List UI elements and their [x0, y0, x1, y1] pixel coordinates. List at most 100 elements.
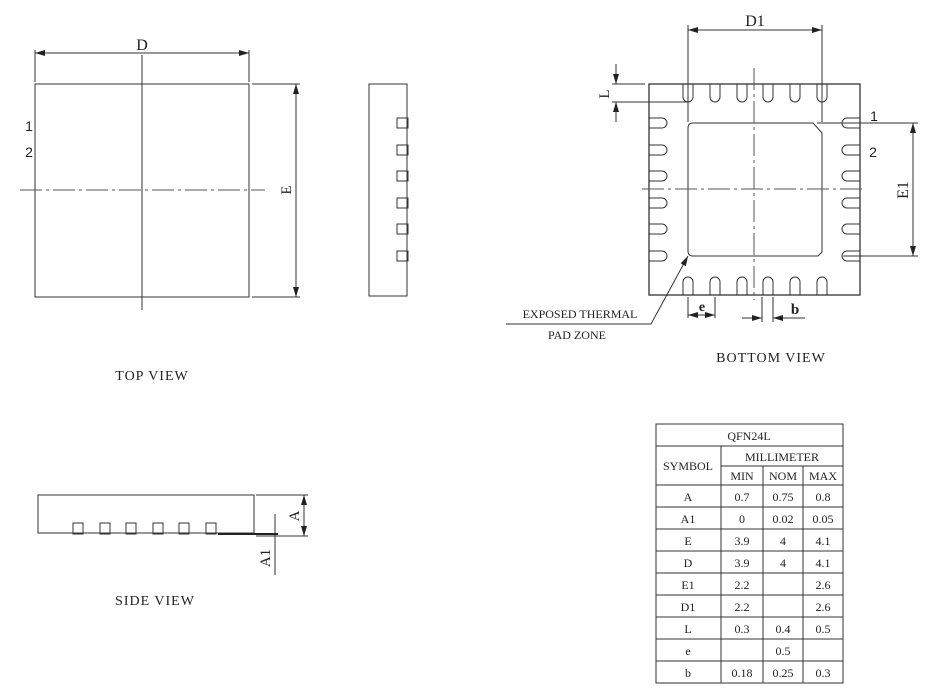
right-pad: [841, 250, 860, 262]
table-border: [655, 423, 844, 684]
bottom-pad: [709, 276, 721, 295]
table-cell-min: 0: [739, 512, 745, 526]
left-pad: [649, 170, 668, 182]
dim-b-label: b: [791, 302, 799, 318]
table-cell-max: 0.3: [816, 666, 831, 680]
table-cell-min: 0.3: [735, 622, 750, 636]
side-lead: [72, 522, 84, 535]
exposed-thermal-pad: [687, 122, 823, 257]
side-lead: [125, 522, 137, 535]
thermal-pad-leader: [506, 255, 689, 325]
table-cell-min: 3.9: [735, 534, 750, 548]
profile-lead: [396, 117, 409, 129]
side-lead: [152, 522, 164, 535]
side-view: A A1 SIDE VIEW: [37, 494, 308, 609]
table-cell-max: 4.1: [816, 556, 831, 570]
top-view: D E 1 2 TOP VIEW: [20, 37, 300, 384]
left-pad: [649, 223, 668, 235]
dim-a1-label: A1: [258, 549, 274, 567]
bottom-pad: [789, 276, 801, 295]
table-cell-max: 0.5: [816, 622, 831, 636]
top-view-title: TOP VIEW: [115, 369, 188, 384]
bottom-pad: [682, 276, 694, 295]
profile-lead: [396, 144, 409, 156]
profile-lead: [396, 197, 409, 209]
side-profile-view: [368, 83, 409, 297]
table-cell-symbol: E: [684, 534, 691, 548]
right-pad: [841, 170, 860, 182]
table-cell-max: 2.6: [816, 600, 831, 614]
top-pad: [736, 84, 748, 103]
table-cell-symbol: e: [685, 644, 690, 658]
profile-outline: [368, 83, 408, 297]
table-cell-nom: 0.5: [776, 644, 791, 658]
profile-lead: [396, 170, 409, 182]
table-cell-nom: 4: [780, 534, 786, 548]
dim-e-pitch-label: e: [699, 300, 705, 315]
table-cell-symbol: A: [684, 490, 693, 504]
table-title: QFN24L: [727, 429, 770, 443]
col-nom-header: NOM: [769, 469, 797, 483]
left-pad: [649, 197, 668, 209]
table-cell-symbol: E1: [681, 578, 694, 592]
bottom-pad: [816, 276, 828, 295]
bottom-view-title: BOTTOM VIEW: [716, 351, 826, 366]
profile-lead: [396, 223, 409, 235]
table-cell-symbol: b: [685, 666, 691, 680]
bottom-pad: [736, 276, 748, 295]
side-lead: [178, 522, 190, 535]
pin2-label: 2: [869, 144, 877, 160]
left-pad: [649, 250, 668, 262]
dim-d1-label: D1: [745, 13, 765, 30]
unit-header: MILLIMETER: [745, 450, 819, 464]
pin1-label: 1: [25, 118, 33, 134]
side-lead: [99, 522, 111, 535]
side-view-title: SIDE VIEW: [115, 594, 195, 609]
top-pad: [762, 84, 774, 103]
bottom-view: D1 L E1 1 2 e b EXPOSED THERMAL PAD ZONE…: [506, 13, 918, 366]
left-pad: [649, 144, 668, 156]
table-cell-symbol: D: [684, 556, 693, 570]
dim-d-label: D: [136, 37, 148, 54]
dim-e1-label: E1: [895, 181, 912, 199]
side-view-outline: [37, 494, 255, 534]
left-pad: [649, 117, 668, 129]
right-pad: [841, 197, 860, 209]
right-pad: [841, 117, 860, 129]
dim-e-label: E: [279, 185, 295, 194]
bottom-pad: [762, 276, 774, 295]
top-pad: [789, 84, 801, 103]
table-cell-min: 0.18: [732, 666, 753, 680]
table-cell-nom: 0.75: [773, 490, 794, 504]
table-cell-max: 4.1: [816, 534, 831, 548]
col-min-header: MIN: [730, 469, 754, 483]
symbol-header: SYMBOL: [663, 459, 713, 473]
table-cell-symbol: D1: [681, 600, 696, 614]
top-pad: [682, 84, 694, 103]
side-lead: [205, 522, 217, 535]
col-max-header: MAX: [809, 469, 837, 483]
table-cell-nom: 0.25: [773, 666, 794, 680]
table-cell-max: 0.8: [816, 490, 831, 504]
table-cell-max: 2.6: [816, 578, 831, 592]
pin1-label: 1: [870, 108, 878, 124]
table-cell-min: 2.2: [735, 578, 750, 592]
table-cell-min: 0.7: [735, 490, 750, 504]
callout-line1: EXPOSED THERMAL: [523, 307, 638, 321]
right-pad: [841, 223, 860, 235]
top-pad: [709, 84, 721, 103]
table-cell-min: 3.9: [735, 556, 750, 570]
table-cell-nom: 0.02: [773, 512, 794, 526]
profile-lead: [396, 250, 409, 262]
table-cell-nom: 4: [780, 556, 786, 570]
dimension-table: QFN24L SYMBOL MILLIMETER MIN NOM MAX A 0.…: [655, 423, 844, 684]
top-pad: [816, 84, 828, 103]
right-pad: [841, 144, 860, 156]
callout-line2: PAD ZONE: [548, 328, 606, 342]
table-cell-min: 2.2: [735, 600, 750, 614]
table-cell-max: 0.05: [813, 512, 834, 526]
pin2-label: 2: [25, 144, 33, 160]
table-cell-nom: 0.4: [776, 622, 791, 636]
dim-a-label: A: [287, 510, 303, 521]
